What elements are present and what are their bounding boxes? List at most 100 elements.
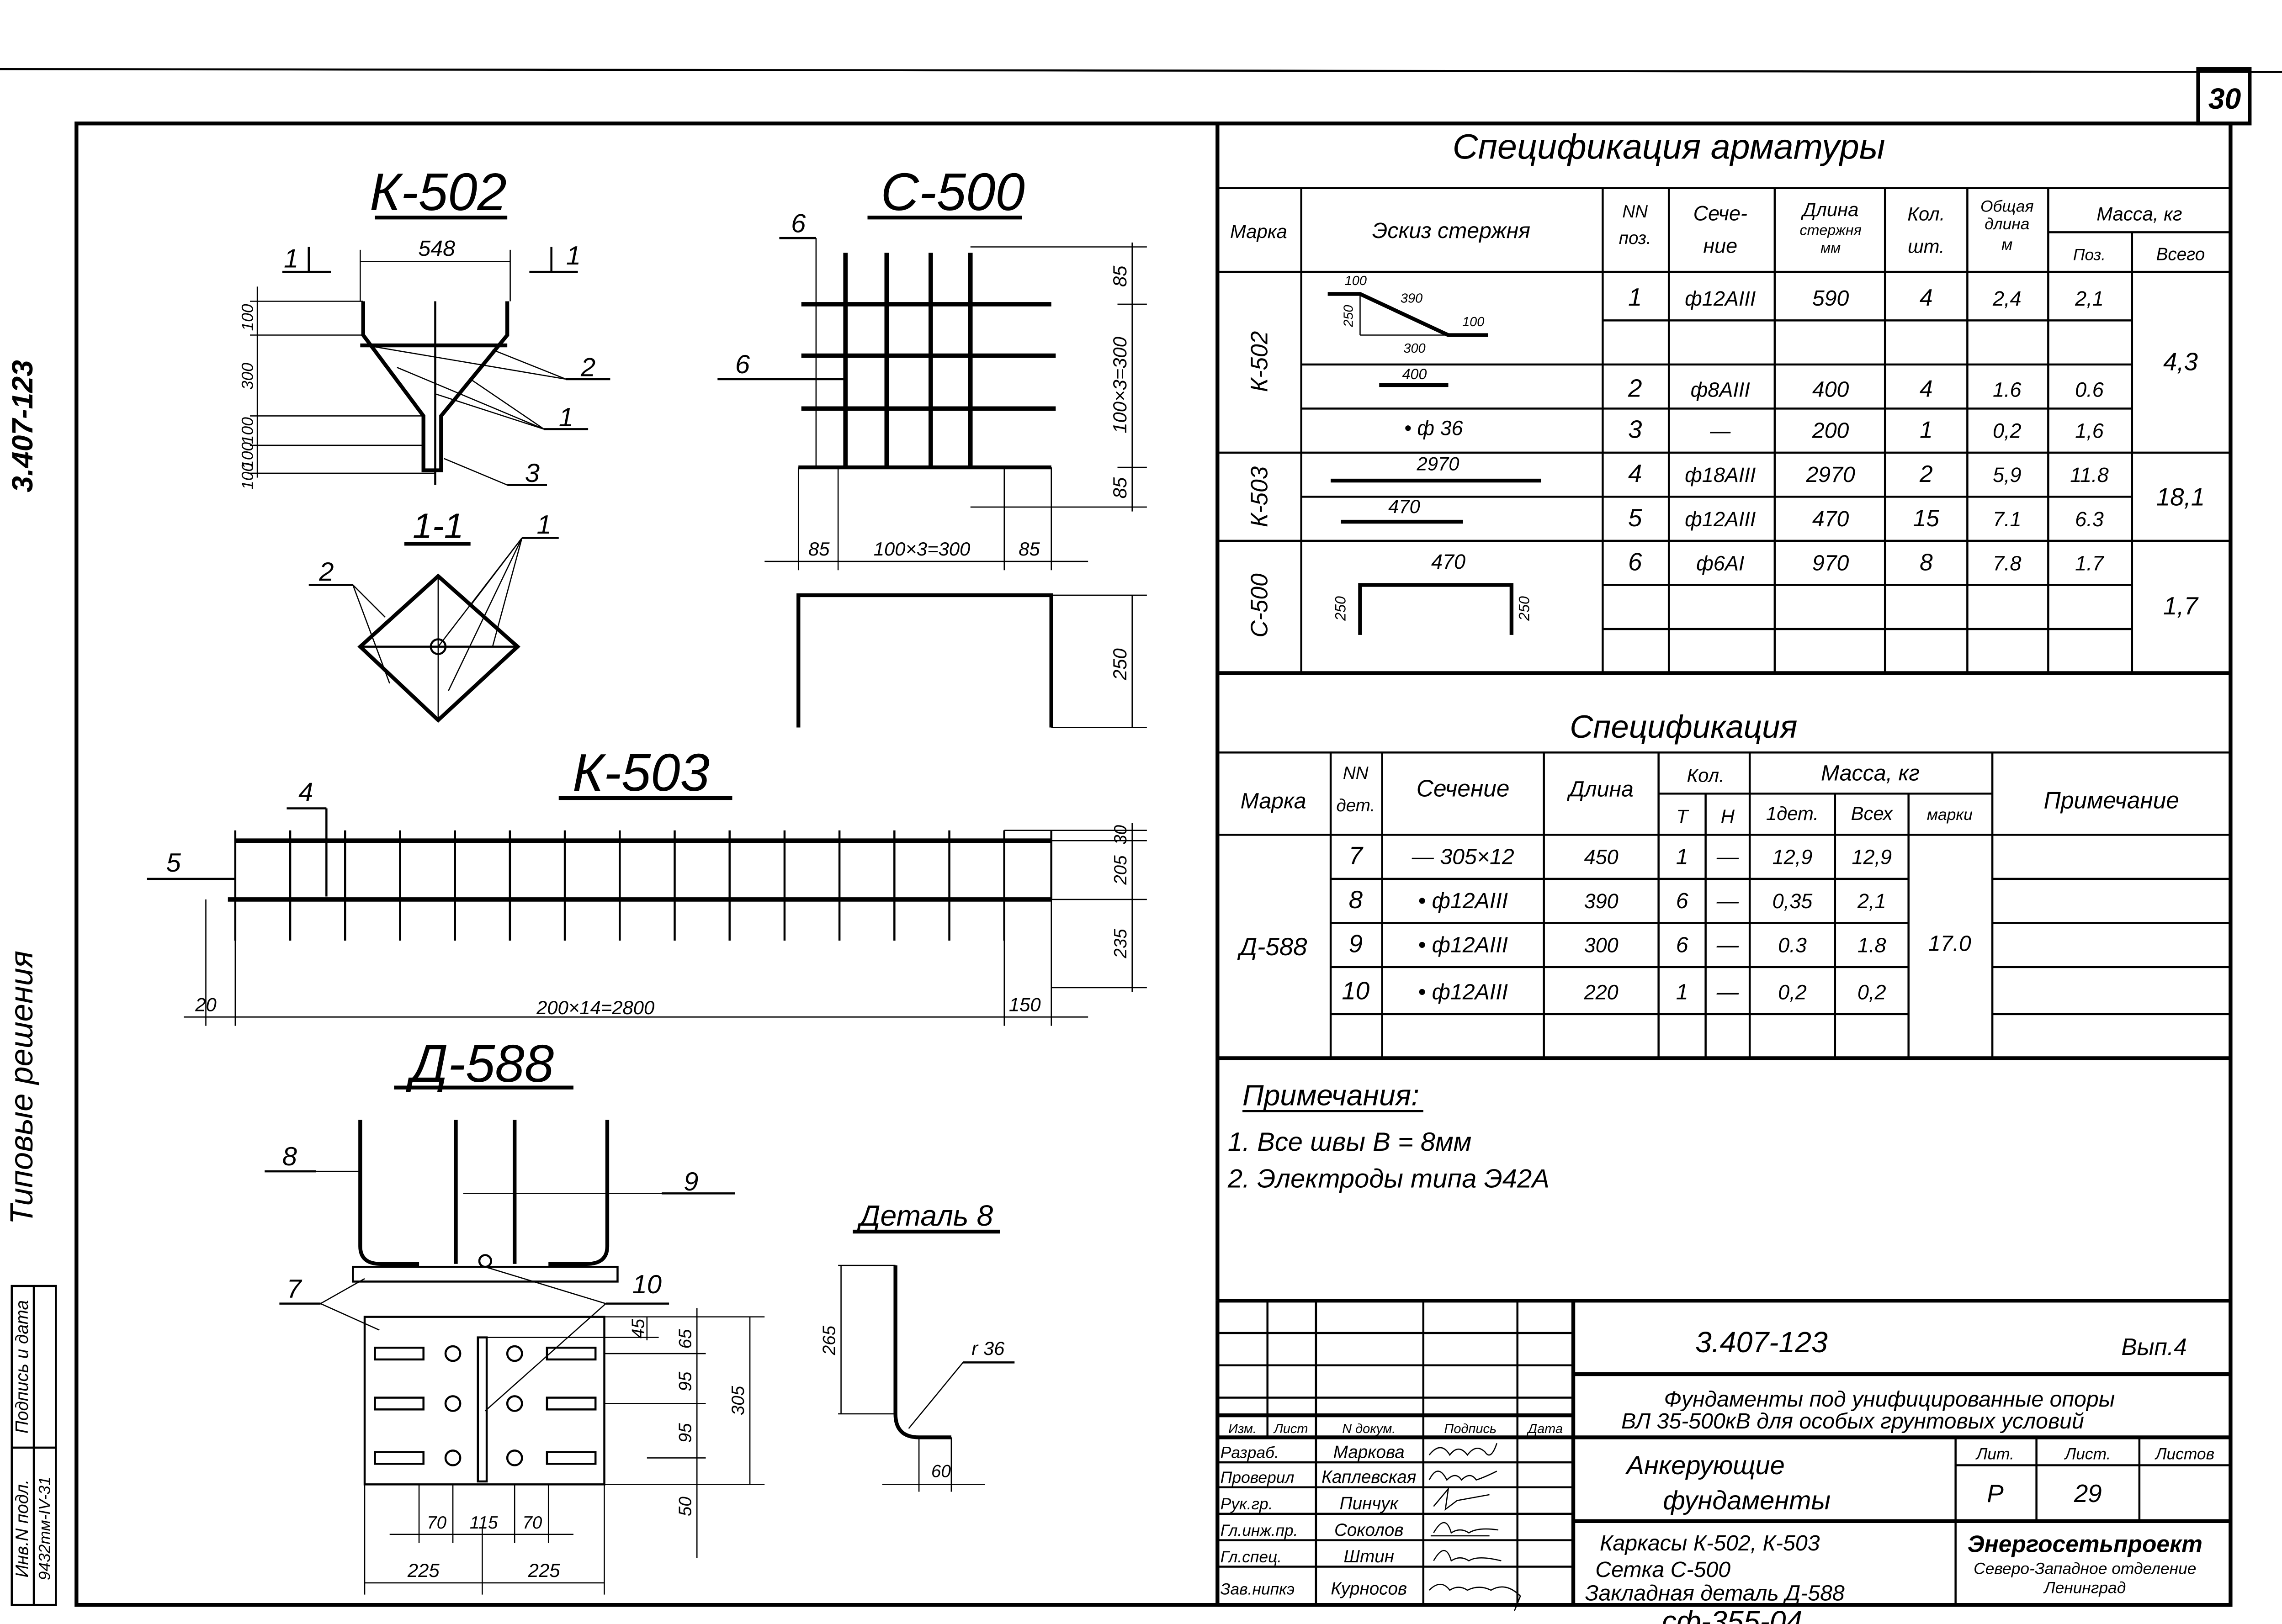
row-section: ф18АIII — [1685, 463, 1756, 487]
detail8-leg-dim: 60 — [931, 1461, 951, 1481]
row-mass: 1,6 — [2075, 419, 2104, 443]
spec-mark: Д-588 — [1237, 932, 1308, 961]
row-total-length: 2,4 — [1992, 287, 2022, 310]
sketch-dim: 250 — [1516, 596, 1532, 621]
spec-rebar-title: Спецификация арматуры — [1453, 127, 1885, 166]
row-total-length: 1.6 — [1993, 378, 2022, 402]
detail8-height-dim: 265 — [820, 1325, 839, 1355]
group-total-mass: 18,1 — [2156, 483, 2205, 511]
tb-sheet-title: Анкерующие — [1625, 1451, 1785, 1480]
row-length: 450 — [1584, 846, 1619, 869]
c500-dim: 100×3=300 — [1109, 337, 1130, 434]
header-pos: поз. — [1619, 228, 1651, 248]
row-qty-t: 6 — [1676, 933, 1688, 957]
drawing-detail-8 — [838, 1229, 1015, 1492]
header-length: мм — [1820, 239, 1841, 256]
header-section: Сечение — [1417, 775, 1510, 802]
row-mass-all: 2,1 — [1857, 889, 1886, 913]
header-total-length: Общая — [1980, 197, 2034, 215]
callout-7: 7 — [287, 1275, 302, 1304]
header-mass-all: Всех — [1851, 803, 1894, 824]
k502-dim: 100 — [239, 463, 256, 490]
header-section: ние — [1703, 234, 1737, 257]
stamp-inv-value: 9432тм-IV-31 — [36, 1476, 53, 1580]
callout-1: 1 — [536, 510, 551, 540]
d588-title: Д-588 — [406, 1034, 554, 1093]
group-total-mass: 1,7 — [2163, 592, 2199, 620]
signatures — [1428, 1443, 1521, 1611]
callout-6: 6 — [791, 209, 806, 238]
detail8-radius: r 36 — [971, 1338, 1005, 1359]
sketch-dim: 300 — [1403, 341, 1425, 356]
row-mass-one: 0.3 — [1778, 934, 1807, 957]
tb-sheet: 29 — [2074, 1479, 2102, 1508]
header-total-length: м — [2001, 236, 2012, 254]
row-qty-t: 6 — [1676, 889, 1688, 913]
tb-stage-label: Лит. — [1975, 1445, 2014, 1463]
header-total-length: длина — [1985, 215, 2029, 233]
tb-name: Штин — [1344, 1547, 1394, 1566]
row-section: • ф12АIII — [1418, 889, 1508, 913]
header-qty: шт. — [1908, 235, 1945, 257]
row-qty-n: — — [1716, 845, 1739, 869]
detail8-title: Деталь 8 — [857, 1199, 993, 1232]
tb-header: Изм. — [1228, 1422, 1257, 1436]
sketch-dim: 2970 — [1416, 453, 1459, 475]
row-qty-n: — — [1716, 933, 1739, 957]
row-length: 390 — [1584, 889, 1619, 913]
tb-contents: Сетка С-500 — [1595, 1557, 1730, 1582]
k503-dim: 235 — [1111, 929, 1130, 959]
weld-rod — [546, 1451, 597, 1465]
group-mark: К-503 — [1246, 466, 1273, 527]
row-qty-t: 1 — [1676, 845, 1688, 869]
tb-role: Гл.инж.пр. — [1221, 1522, 1298, 1539]
weld-point — [444, 1449, 462, 1466]
header-det: NN — [1343, 763, 1369, 783]
header-mark: Марка — [1230, 221, 1287, 242]
tb-contents: Закладная деталь Д-588 — [1585, 1581, 1845, 1606]
c500-dim: 85 — [1019, 538, 1040, 560]
d588-dim: 45 — [628, 1318, 648, 1338]
row-section: ф6АI — [1696, 551, 1744, 575]
header-mass-one: 1дет. — [1766, 803, 1819, 824]
header-qty-n: Н — [1721, 806, 1735, 827]
tb-stage: Р — [1987, 1479, 2004, 1508]
row-mass: 0.6 — [2075, 378, 2104, 402]
header-qty: Кол. — [1687, 765, 1725, 786]
tb-role: Разраб. — [1221, 1444, 1279, 1461]
row-total-length: 5,9 — [1993, 463, 2022, 487]
tb-sheet-label: Лист. — [2064, 1445, 2111, 1463]
row-pos: 4 — [1628, 459, 1642, 487]
header-pos: NN — [1622, 202, 1648, 222]
k502-title: К-502 — [370, 162, 507, 222]
row-qty: 8 — [1920, 549, 1933, 575]
row-length: 590 — [1812, 286, 1849, 311]
row-mass: 1.7 — [2075, 551, 2105, 575]
sketch-dim: 250 — [1341, 305, 1356, 328]
sketch-dim: 470 — [1431, 550, 1465, 573]
note-item: 1. Все швы В = 8мм — [1228, 1127, 1472, 1157]
note-item: 2. Электроды типа Э42А — [1227, 1164, 1550, 1193]
c500-dim: 85 — [1109, 477, 1130, 498]
tb-name: Курносов — [1331, 1579, 1407, 1599]
k502-dim: 100 — [239, 442, 256, 469]
weld-point — [506, 1449, 523, 1466]
callout-4: 4 — [298, 778, 313, 807]
tb-sheet-title: фундаменты — [1663, 1486, 1831, 1515]
header-mass-pos: Поз. — [2073, 246, 2106, 264]
row-pos: 3 — [1628, 415, 1642, 444]
k502-width-dim: 548 — [418, 236, 455, 261]
tb-org: Ленинград — [2043, 1579, 2126, 1597]
header-mass-total: Всего — [2156, 244, 2205, 264]
callout-3: 3 — [525, 459, 540, 488]
weld-point — [506, 1395, 523, 1412]
tb-doc-code: 3.407-123 — [1695, 1326, 1828, 1359]
group-mark: С-500 — [1246, 573, 1273, 638]
sketch-dim: 470 — [1388, 496, 1420, 517]
callout-2: 2 — [580, 353, 595, 382]
row-qty: 1 — [1920, 417, 1933, 443]
row-qty: 2 — [1919, 460, 1933, 487]
row-length: 970 — [1812, 550, 1849, 575]
spec-title: Спецификация — [1570, 709, 1797, 745]
